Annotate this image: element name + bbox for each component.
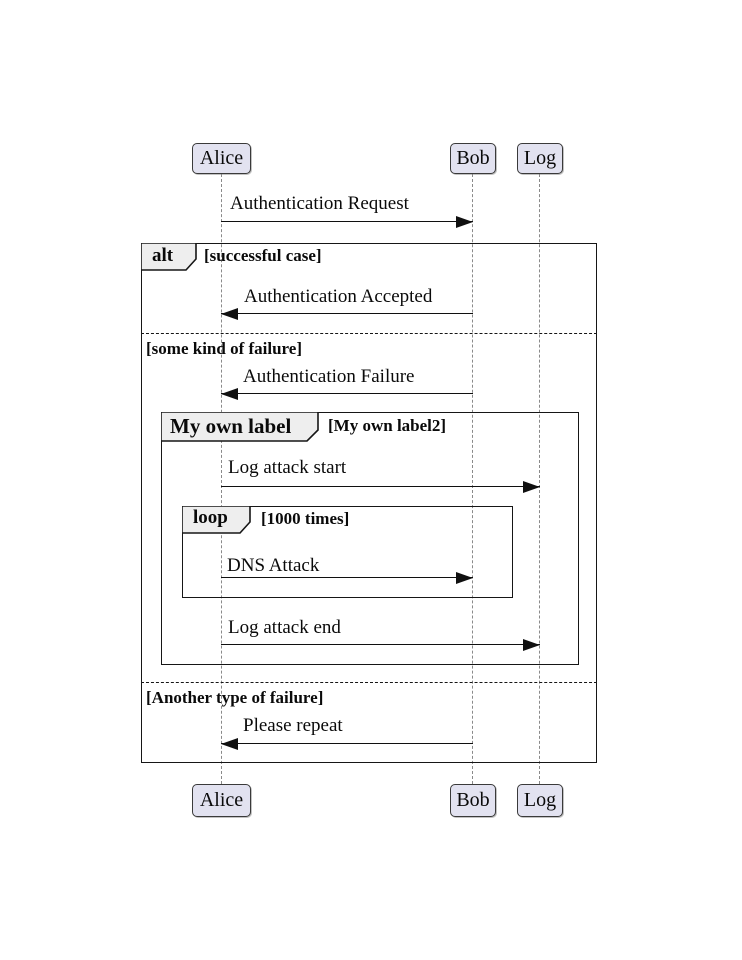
loop-frame-pentagon — [182, 506, 251, 534]
message-please-repeat-line — [221, 743, 473, 744]
message-auth-accepted-arrowhead — [221, 308, 238, 320]
participant-alice-top: Alice — [192, 143, 251, 174]
participant-bob-bottom: Bob — [450, 784, 496, 817]
message-auth-accepted-line — [221, 313, 473, 314]
custom-frame — [161, 412, 579, 665]
divider-another-failure-label: [Another type of failure] — [146, 688, 324, 707]
custom-frame-pentagon — [161, 412, 319, 442]
message-please-repeat-arrowhead — [221, 738, 238, 750]
message-log-attack-start-arrowhead — [523, 481, 540, 493]
alt-frame-pentagon — [141, 243, 197, 271]
loop-operator-label: loop — [193, 507, 228, 528]
message-log-attack-end-label: Log attack end — [228, 617, 341, 638]
message-auth-accepted-label: Authentication Accepted — [244, 286, 433, 307]
lifeline-log — [539, 174, 540, 784]
custom-guard-label: [My own label2] — [328, 416, 447, 435]
participant-bob-top: Bob — [450, 143, 496, 174]
participant-log-top: Log — [517, 143, 563, 174]
message-dns-attack-label: DNS Attack — [227, 555, 320, 576]
divider-some-failure-label: [some kind of failure] — [146, 339, 302, 358]
loop-guard-label: [1000 times] — [261, 509, 350, 528]
message-auth-failure-line — [221, 393, 473, 394]
divider-another-failure-line — [141, 682, 597, 683]
lifeline-bob — [472, 174, 473, 784]
message-dns-attack-line — [221, 577, 473, 578]
custom-operator-label: My own label — [170, 414, 292, 438]
alt-operator-label: alt — [152, 245, 174, 266]
loop-frame — [182, 506, 513, 598]
lifeline-alice — [221, 174, 222, 784]
message-auth-request-line — [221, 221, 473, 222]
message-auth-failure-arrowhead — [221, 388, 238, 400]
message-please-repeat-label: Please repeat — [243, 715, 343, 736]
alt-guard-label: [successful case] — [204, 246, 322, 265]
message-log-attack-end-line — [221, 644, 540, 645]
message-auth-failure-label: Authentication Failure — [243, 366, 415, 387]
message-auth-request-label: Authentication Request — [230, 193, 409, 214]
message-dns-attack-arrowhead — [456, 572, 473, 584]
message-log-attack-start-label: Log attack start — [228, 457, 347, 478]
participant-alice-bottom: Alice — [192, 784, 251, 817]
participant-log-bottom: Log — [517, 784, 563, 817]
alt-frame — [141, 243, 597, 763]
divider-some-failure-line — [141, 333, 597, 334]
message-auth-request-arrowhead — [456, 216, 473, 228]
message-log-attack-start-line — [221, 486, 540, 487]
message-log-attack-end-arrowhead — [523, 639, 540, 651]
